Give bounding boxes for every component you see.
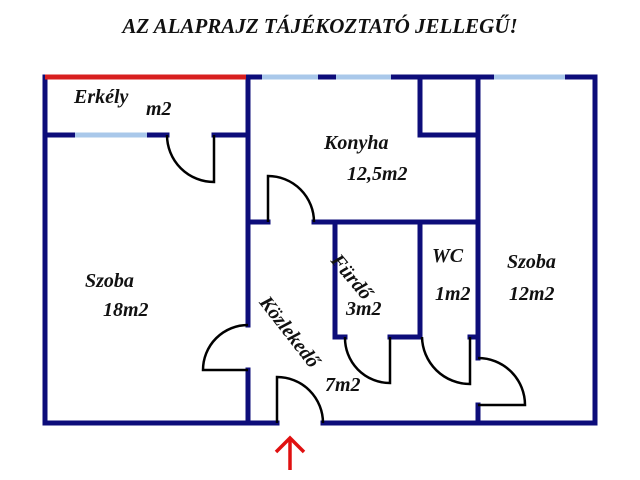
door-szoba-left-unused xyxy=(200,324,248,348)
room-konyha-area: 12,5m2 xyxy=(347,163,408,185)
room-kozlekedo-area: 7m2 xyxy=(325,374,361,396)
door-szoba-left xyxy=(201,323,249,372)
door-entrance xyxy=(275,375,325,424)
room-szoba-left-area: 18m2 xyxy=(103,299,149,321)
door-kitchen xyxy=(266,174,316,223)
doors xyxy=(165,134,527,424)
door-wc xyxy=(420,336,472,386)
door-szoba-right xyxy=(477,356,527,407)
room-erkely-area: m2 xyxy=(146,98,172,120)
door-furdo xyxy=(343,336,392,385)
room-furdo-area: 3m2 xyxy=(346,298,382,320)
windows xyxy=(75,74,565,138)
room-erkely-name: Erkély xyxy=(74,86,129,108)
room-szoba-left-name: Szoba xyxy=(85,270,134,292)
room-wc-name: WC xyxy=(432,245,464,267)
room-konyha-name: Konyha xyxy=(324,132,389,154)
door-balcony xyxy=(165,134,216,184)
room-wc-area: 1m2 xyxy=(435,283,471,305)
room-szoba-right-name: Szoba xyxy=(507,251,556,273)
walls xyxy=(42,74,598,426)
arrow-up-icon xyxy=(274,435,306,470)
room-szoba-right-area: 12m2 xyxy=(509,283,555,305)
disclaimer-title: AZ ALAPRAJZ TÁJÉKOZTATÓ JELLEGŰ! xyxy=(122,14,518,38)
